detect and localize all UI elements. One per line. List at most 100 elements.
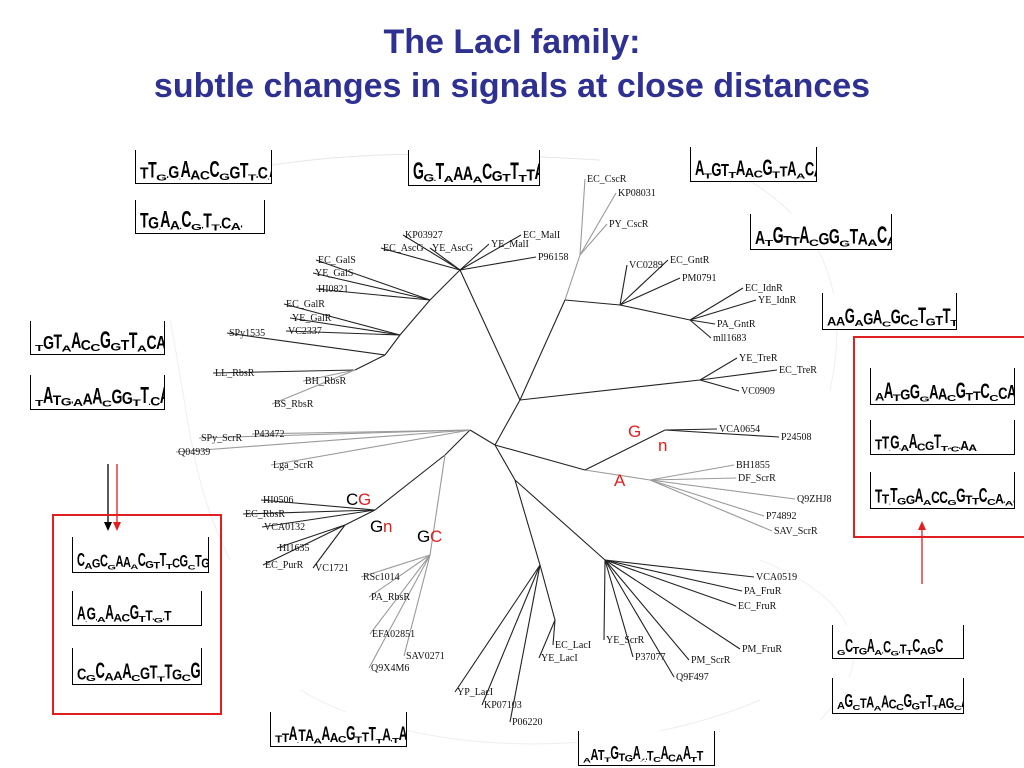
leaf-branch: [312, 524, 346, 569]
sequence-logo-frame: CGCAAACGTTTGCG: [72, 648, 202, 685]
tree-branch: [519, 299, 566, 401]
annotation-c2: C: [430, 527, 442, 546]
ghost-curve: [729, 169, 838, 391]
leaf-branch: [315, 288, 431, 301]
tree-branch: [584, 469, 651, 481]
sequence-logo-frame: A.G.AAACGTT.G.T: [72, 591, 202, 626]
sequence-logo-frame: GCTGAA.CG.TTCAGC: [832, 625, 964, 659]
leaf-branch: [579, 192, 617, 256]
leaf-label: PA_RbsR: [371, 592, 410, 603]
leaf-branch: [649, 477, 737, 481]
slide-title-line2: subtle changes in signals at close dista…: [153, 67, 871, 105]
sequence-logo-letters: CGCAAACGTTTGCG: [77, 657, 201, 684]
leaf-label: LL_RbsR: [215, 368, 255, 379]
leaf-branch: [649, 479, 765, 517]
leaf-label: P06220: [512, 717, 543, 728]
sequence-logo-letters: AATTGTGA.....TCACAATT: [583, 743, 703, 764]
leaf-branch: [509, 564, 541, 723]
leaf-label: SPy_ScrR: [201, 433, 242, 444]
leaf-label: Q04939: [178, 447, 210, 458]
annotation-g-right: G: [628, 422, 641, 441]
leaf-label: YE_ScrR: [606, 635, 645, 646]
leaf-branch: [579, 178, 586, 256]
sequence-logo-letters: TTA.TAAAACGTTTTA.TAA: [275, 721, 407, 745]
leaf-label: Q9X4M6: [371, 663, 409, 674]
sequence-logo-letters: TG.AA.CG.TT.CA.: [140, 205, 243, 232]
leaf-label: PM_ScrR: [691, 655, 731, 666]
arrows: [104, 464, 926, 584]
leaf-label: EC_GalR: [286, 299, 325, 310]
leaf-branch: [260, 499, 376, 511]
sequence-logo-letters: GCTGAA.CG.TTCAGC: [837, 636, 943, 657]
leaf-label: EC_FruR: [738, 601, 777, 612]
leaf-branch: [689, 319, 716, 325]
sequence-logo-frame: ATGTTACGGGTAACAT: [750, 214, 892, 250]
leaf-label: KP03927: [405, 230, 443, 241]
annotation-a: A: [614, 471, 626, 490]
leaf-label: PY_CscR: [609, 219, 649, 230]
leaf-label: YE_IdnR: [758, 295, 797, 306]
tree-branch: [539, 564, 556, 621]
leaf-branch: [459, 243, 490, 271]
leaf-branch: [315, 259, 431, 301]
tree-branch: [494, 444, 516, 481]
leaf-branch: [226, 332, 386, 356]
tree-branch: [514, 479, 541, 566]
tree-branches: [175, 178, 796, 723]
leaf-label: VCA0519: [756, 572, 797, 583]
sequence-logo-letters: AGCTAAACCGGTTTAGCAA: [837, 691, 963, 712]
leaf-branch: [604, 559, 737, 607]
leaf-branch: [251, 429, 471, 435]
leaf-branch: [699, 357, 738, 381]
leaf-label: YE_TreR: [739, 353, 778, 364]
leaf-label: DF_ScrR: [738, 473, 776, 484]
tree-branch: [514, 479, 606, 561]
tree-branch: [494, 444, 586, 471]
leaf-label: P74892: [766, 511, 797, 522]
sequence-logo-letters: CAGCGAAACGTTTCGCTGC: [77, 550, 209, 571]
leaf-label: EC_TreR: [779, 365, 817, 376]
sequence-logo-letters: TT.TGGAACCGGTTCCA.AA: [875, 483, 1014, 507]
leaf-branch: [429, 247, 461, 271]
leaf-branch: [604, 559, 675, 678]
slide-title-line1: The LacI family:: [383, 23, 641, 61]
leaf-branch: [302, 369, 356, 382]
annotation-g: G: [358, 490, 371, 509]
leaf-label: HI0821: [318, 284, 349, 295]
sequence-logo-letters: ATGTTACGGGTAACAT: [755, 220, 891, 248]
tree-signal-annotations: C G G n G C G n A: [346, 422, 667, 546]
leaf-label: PM0791: [682, 273, 716, 284]
tree-branch: [584, 429, 666, 471]
leaf-label: EC_AscG: [383, 243, 424, 254]
sequence-logo-letters: GG.TAAAACGTTTTACC: [413, 156, 539, 184]
leaf-label: BH1855: [736, 460, 770, 471]
tree-branch: [459, 269, 521, 401]
leaf-label: BH_RbsR: [305, 376, 346, 387]
leaf-branch: [619, 277, 681, 306]
leaf-label: EC_IdnR: [745, 283, 783, 294]
sequence-logo-frame: TGTAACCGGTTACAA: [30, 321, 165, 355]
tree-branch: [429, 269, 461, 301]
sequence-logo-frame: TT.G.AACGTT..C.AA: [870, 420, 1015, 455]
black-arrow-head: [104, 522, 112, 531]
leaf-branch: [369, 554, 431, 635]
sequence-logo-letters: AAGAGACGCCTGTTT: [827, 302, 957, 329]
sequence-logo-letters: A.G.AAACGTT.G.T: [77, 600, 171, 624]
leaf-branch: [242, 509, 376, 515]
leaf-branch: [175, 429, 471, 453]
leaf-branch: [312, 272, 431, 301]
leaf-label: YE_LacI: [541, 653, 578, 664]
sequence-logo-frame: TTG.G.AACCGGTT.C.AA: [135, 150, 272, 184]
sequence-logo-frame: TTA.TAAAACGTTTTA.TAA: [270, 712, 407, 747]
sequence-logo-letters: TTG.G.AACCGGTT.C.AA: [140, 155, 271, 182]
annotation-n-left: n: [383, 517, 392, 536]
leaf-label: PA_FruR: [744, 586, 782, 597]
leaf-branch: [579, 223, 608, 256]
tree-branch: [384, 334, 401, 356]
leaf-label: RSc1014: [363, 572, 400, 583]
leaf-label: P96158: [538, 252, 569, 263]
